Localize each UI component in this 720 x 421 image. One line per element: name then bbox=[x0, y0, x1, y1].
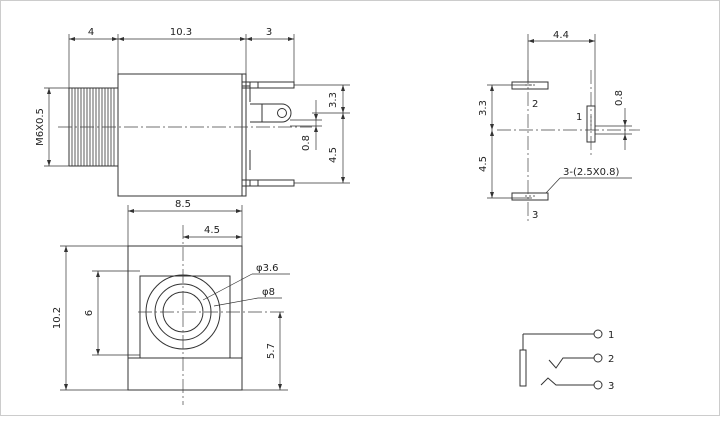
dim-pin-spacing: 4.4 bbox=[553, 30, 569, 41]
dim-upper-pin: 3.3 bbox=[328, 92, 339, 108]
dim-bore-height: 6 bbox=[84, 310, 95, 316]
pin3-slot bbox=[511, 192, 549, 201]
dim-lower-pin: 4.5 bbox=[328, 147, 339, 163]
front-outline bbox=[127, 245, 243, 391]
front-top-dimensions bbox=[127, 205, 243, 246]
dim-pin-view-upper: 3.3 bbox=[478, 100, 489, 116]
side-view: 4 10.3 3 M6X0.5 3.3 0.8 bbox=[35, 27, 350, 197]
dim-front-width: 8.5 bbox=[175, 199, 191, 210]
dim-pin-width: 3 bbox=[266, 27, 272, 38]
body-outline bbox=[117, 73, 247, 197]
terminal-3-label: 3 bbox=[608, 381, 614, 392]
dim-outer-diameter: φ8 bbox=[262, 287, 275, 298]
upper-pin bbox=[241, 81, 295, 89]
dim-slot-size: 3-(2.5X0.8) bbox=[563, 167, 620, 178]
side-top-dimensions bbox=[68, 34, 295, 88]
terminal-1-label: 1 bbox=[608, 330, 614, 341]
center-pin bbox=[250, 103, 292, 123]
dim-front-half-width: 4.5 bbox=[204, 225, 220, 236]
pin1-label: 1 bbox=[576, 112, 582, 123]
pin3-label: 3 bbox=[532, 210, 538, 221]
front-view: 8.5 4.5 φ3.6 φ8 10.2 6 bbox=[52, 199, 290, 405]
diameter-leaders bbox=[202, 273, 290, 307]
pin2-slot bbox=[511, 81, 549, 90]
side-right-dimensions bbox=[290, 84, 350, 184]
pin-layout-view bbox=[487, 34, 640, 222]
terminal-2-label: 2 bbox=[608, 354, 614, 365]
sleeve-contact bbox=[519, 349, 527, 387]
front-right-dimension bbox=[242, 312, 288, 391]
terminal-3 bbox=[593, 380, 603, 390]
switch-contact bbox=[540, 377, 594, 386]
terminal-2 bbox=[593, 353, 603, 363]
dim-center-height: 5.7 bbox=[266, 343, 277, 359]
pin2-label: 2 bbox=[532, 99, 538, 110]
thread-dimension bbox=[44, 87, 69, 167]
dim-pin-view-thickness: 0.8 bbox=[614, 90, 625, 106]
dim-front-height: 10.2 bbox=[52, 307, 63, 329]
dim-thread: M6X0.5 bbox=[35, 108, 46, 146]
dim-body-width: 10.3 bbox=[170, 27, 192, 38]
dim-pin-thickness: 0.8 bbox=[301, 135, 312, 151]
dim-left-width: 4 bbox=[88, 27, 94, 38]
dim-bore-diameter: φ3.6 bbox=[256, 263, 279, 274]
schematic-symbol bbox=[519, 329, 603, 390]
terminal-1 bbox=[593, 329, 603, 339]
dim-pin-view-lower: 4.5 bbox=[478, 156, 489, 172]
front-left-dimensions bbox=[60, 245, 140, 391]
lower-pin bbox=[241, 179, 295, 187]
tip-contact bbox=[548, 357, 594, 369]
front-boss bbox=[139, 275, 231, 359]
